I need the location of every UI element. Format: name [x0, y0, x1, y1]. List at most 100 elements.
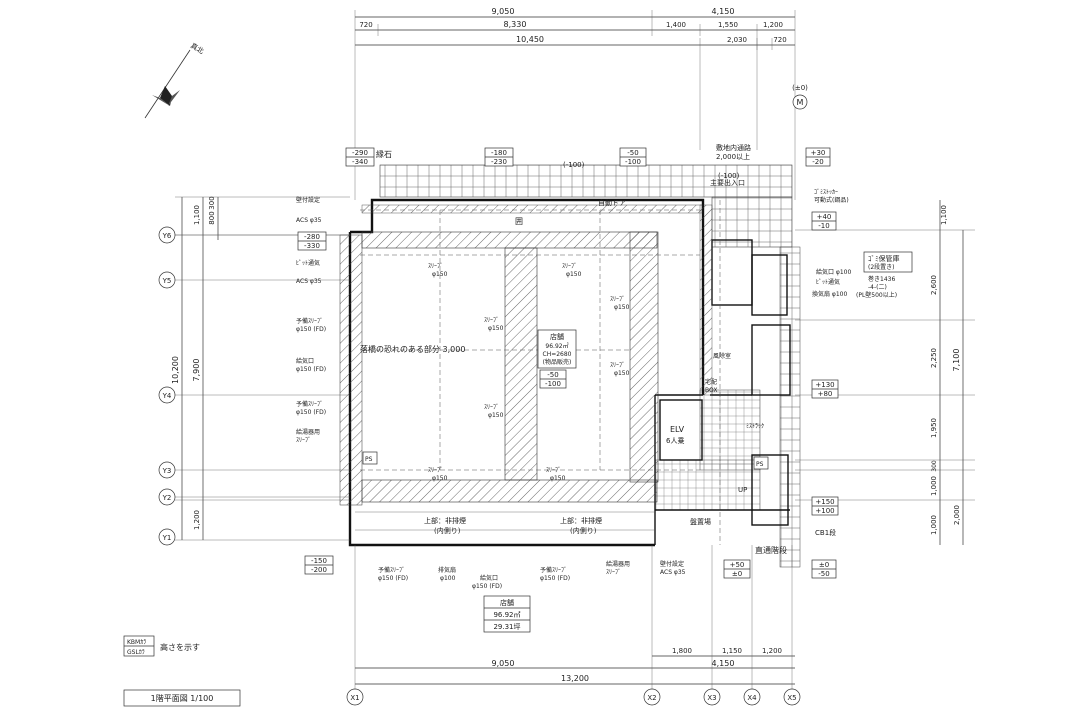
svg-text:-330: -330: [304, 242, 320, 250]
note-spare-sleeve-1: 予備ｽﾘｰﾌﾞ: [296, 317, 323, 325]
mistrack-label: ﾐｽﾄﾗｯｸ: [746, 423, 764, 430]
level-tag: +130 +80: [811, 379, 839, 399]
ps-left-label: PS: [365, 456, 373, 463]
sleeve-note-d: φ150: [614, 370, 630, 377]
sleeve-note: ｽﾘｰﾌﾞ: [610, 296, 625, 303]
area-summary: 店舗 96.92㎡ 29.31坪: [483, 595, 531, 633]
svg-text:-280: -280: [304, 233, 320, 241]
bottom-note: 給湯器用: [606, 560, 630, 568]
room-name: 店舗: [550, 332, 564, 341]
svg-text:±0: ±0: [732, 570, 742, 578]
dim-top-1200: 1,200: [763, 21, 783, 29]
bottom-note: ｽﾘｰﾌﾞ: [606, 569, 621, 576]
garbage-storage-sub: (2段置き): [868, 263, 895, 271]
level-tag: +40 -10: [811, 211, 837, 231]
dim-bottom-1800: 1,800: [672, 647, 692, 655]
dim-top-4150: 4,150: [712, 7, 735, 16]
sleeve-note-d: φ150: [432, 475, 448, 482]
dim-bottom-9050: 9,050: [492, 659, 515, 668]
sleeve-note: ｽﾘｰﾌﾞ: [546, 467, 561, 474]
dim-left-total: 10,200: [171, 356, 180, 384]
air-intake-right: 給気口 φ100: [816, 268, 852, 276]
garbage-storage-code: 巻き1436: [868, 275, 895, 283]
height-legend: KBMｶﾗ GSLｶﾗ 高さを示す: [123, 635, 200, 657]
bottom-note: 予備ｽﾘｰﾌﾞ: [540, 566, 567, 574]
ps-right-label: PS: [756, 461, 764, 468]
note-heater-b: ｽﾘｰﾌﾞ: [296, 437, 311, 444]
level-tag: -280 -330: [297, 231, 327, 251]
sleeve-note: ｽﾘｰﾌﾞ: [428, 467, 443, 474]
garbage-stocker-label: ｺﾞﾐｽﾄｯｶｰ: [814, 189, 838, 196]
dim-bottom-13200: 13,200: [561, 674, 589, 683]
cb-label: CB1段: [815, 528, 836, 537]
bottom-note: 給気口: [480, 574, 498, 582]
svg-text:-340: -340: [352, 158, 368, 166]
hatched-beams: [339, 204, 713, 506]
grid-y6: Y6: [162, 232, 172, 240]
sleeve-note: ｽﾘｰﾌﾞ: [428, 263, 443, 270]
straight-stair-label: 直通階段: [755, 545, 787, 555]
svg-text:-10: -10: [818, 222, 829, 230]
legend-gsl: GSLｶﾗ: [127, 649, 145, 656]
right-dimensions: 1,100 2,600 2,250 1,950 300 1,000 2,000 …: [795, 200, 975, 545]
dashed-outlines: [355, 200, 721, 545]
room-use: (物品販売): [543, 358, 572, 366]
dim-bottom-4150: 4,150: [712, 659, 735, 668]
room-level-top: -50: [547, 371, 558, 379]
svg-text:-200: -200: [311, 566, 327, 574]
dim-top-720b: 720: [773, 36, 786, 44]
benchmark-marker: (±0) M: [792, 84, 808, 110]
svg-text:-180: -180: [491, 149, 507, 157]
svg-text:+50: +50: [730, 561, 745, 569]
svg-text:-50: -50: [818, 570, 829, 578]
dim-top-1400: 1,400: [666, 21, 686, 29]
level-note: (-100): [718, 172, 740, 180]
dim-right-2600: 2,600: [930, 275, 938, 295]
dim-right-2000: 2,000: [953, 505, 961, 525]
legend-desc: 高さを示す: [160, 642, 200, 652]
sleeve-note: ｽﾘｰﾌﾞ: [484, 404, 499, 411]
left-notes: 壁付設定 ACS φ35 ﾋﾟｯﾄ通気 ACS φ35 予備ｽﾘｰﾌﾞ φ150…: [296, 196, 326, 444]
note-heater: 給湯器用: [296, 428, 320, 436]
left-dimensions: 10,200 7,900 1,200 1,100 800 300: [171, 196, 350, 541]
grid-x4: X4: [747, 694, 757, 702]
garbage-storage-code2: -4-(二): [868, 284, 887, 291]
upper-smoke-left-sub: (内側り): [434, 526, 461, 535]
drawing-title: 1階平面図 1/100: [123, 689, 241, 707]
svg-text:+150: +150: [815, 498, 834, 506]
upper-smoke-right: 上部：非排煙: [560, 516, 602, 525]
delivery-box-label-2: BOX: [705, 387, 717, 394]
dim-top-9050: 9,050: [492, 7, 515, 16]
fence-label: 囲: [515, 217, 523, 226]
main-entrance-label: 主要出入口: [710, 178, 745, 187]
pit-vent-right: ﾋﾟｯﾄ通気: [816, 278, 840, 286]
note-spare-sleeve-2b: φ150 (FD): [296, 409, 326, 416]
svg-text:-100: -100: [625, 158, 641, 166]
sleeve-note: ｽﾘｰﾌﾞ: [484, 317, 499, 324]
road-width-label: 2,000以上: [716, 152, 750, 161]
grid-y2: Y2: [162, 494, 172, 502]
room-level-bottom: -100: [545, 380, 561, 388]
svg-text:-50: -50: [627, 149, 638, 157]
grid-y5: Y5: [162, 277, 172, 285]
level-tag: +30 -20: [805, 147, 831, 167]
dim-right-1000a: 1,000: [930, 476, 938, 496]
dim-top-720: 720: [359, 21, 372, 29]
sidewalk-tiles: [379, 164, 801, 568]
note-spare-sleeve-2: 予備ｽﾘｰﾌﾞ: [296, 400, 323, 408]
dim-bottom-1200: 1,200: [762, 647, 782, 655]
svg-text:+40: +40: [817, 213, 832, 221]
garbage-storage-label: ｺﾞﾐ保管庫: [868, 254, 900, 263]
level-tag: ±0 -50: [811, 559, 837, 579]
svg-text:±0: ±0: [819, 561, 829, 569]
note-acs-2: ACS φ35: [296, 278, 322, 285]
grid-y3: Y3: [162, 467, 172, 475]
svg-text:+130: +130: [815, 381, 834, 389]
exhaust-fan-right: 換気扇 φ100: [812, 290, 848, 298]
drawing-title-text: 1階平面図 1/100: [151, 693, 214, 703]
benchmark-mark: M: [797, 98, 804, 107]
grid-bubbles-bottom: X1 X2 X3 X4 X5: [346, 688, 801, 706]
garbage-storage-note: (PL壁500以上): [856, 291, 897, 299]
svg-text:+30: +30: [811, 149, 826, 157]
